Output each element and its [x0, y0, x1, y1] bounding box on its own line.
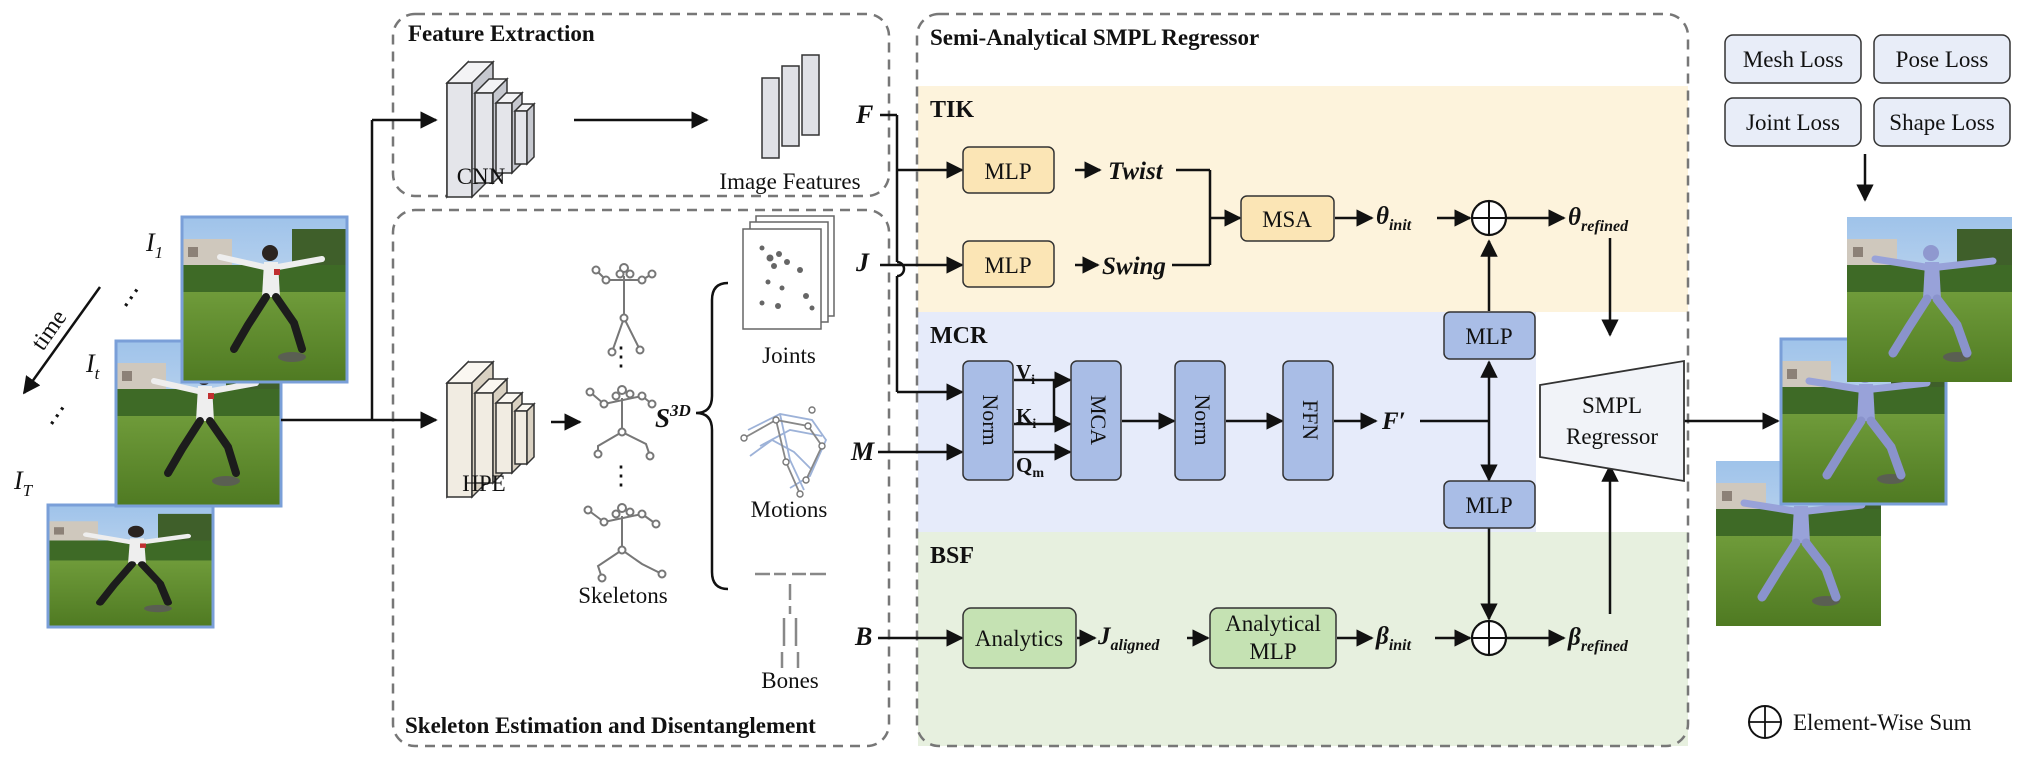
skeletons-label: Skeletons: [578, 583, 667, 608]
input-routing: [281, 111, 438, 429]
msa-box: [1240, 195, 1335, 242]
image-features-label: Image Features: [719, 169, 860, 194]
analytical-mlp-line2: MLP: [1249, 639, 1296, 664]
image-features-icon: [761, 54, 820, 159]
norm2-box: [1174, 360, 1226, 481]
smpl-line1: SMPL: [1582, 393, 1642, 418]
analytics-box: [962, 607, 1077, 669]
pose-loss-box: [1873, 34, 2011, 84]
regressor-connectors: [878, 113, 1874, 647]
theta-sum-icon: [1470, 199, 1508, 237]
feature-extraction-title: Feature Extraction: [408, 21, 595, 46]
time-label: time: [26, 305, 72, 355]
hpe-block: [445, 360, 536, 499]
mcr-mlp-lower-label: MLP: [1465, 493, 1512, 518]
frame-dots-bottom: ⋯: [38, 397, 77, 435]
mca-box: [1070, 360, 1122, 481]
analytical-mlp-line1: Analytical: [1225, 611, 1321, 636]
norm1-box: [962, 360, 1014, 481]
mcr-mlp-upper-box: [1443, 311, 1536, 360]
swing-label: Swing: [1102, 253, 1166, 280]
joints-label: Joints: [762, 343, 816, 368]
v-label: Vi: [1016, 360, 1035, 388]
loss-boxes: Mesh Loss Pose Loss Joint Loss Shape Los…: [1724, 34, 2011, 147]
motions-label: Motions: [751, 497, 828, 522]
hpe-label: HPE: [462, 471, 505, 496]
bones-icon: [755, 572, 826, 668]
theta-init-label: θinit: [1376, 203, 1412, 234]
joint-loss-label: Joint Loss: [1746, 110, 1840, 135]
analytics-label: Analytics: [975, 626, 1063, 651]
msa-label: MSA: [1262, 207, 1312, 232]
twist-label: Twist: [1108, 158, 1164, 185]
k-label: Ki: [1016, 404, 1036, 432]
norm2-label: Norm: [1190, 394, 1215, 445]
shape-loss-label: Shape Loss: [1889, 110, 1994, 135]
beta-refined-label: βrefined: [1567, 624, 1629, 655]
norm1-label: Norm: [978, 394, 1003, 445]
smpl-line2: Regressor: [1566, 424, 1658, 449]
frame-label-t: It: [85, 349, 101, 383]
mcr-mlp-lower-box: [1443, 480, 1536, 529]
ffn-label: FFN: [1298, 400, 1323, 440]
bones-label: Bones: [761, 668, 819, 693]
input-frames: [46, 215, 349, 629]
frame-label-1: I1: [145, 228, 163, 262]
smpl-regressor-box: [1539, 359, 1685, 483]
skeleton-vdots-1: ⋮: [608, 342, 634, 371]
frame-dots-top: ⋯: [112, 279, 151, 317]
analytical-mlp-box: [1209, 607, 1337, 669]
mcr-mlp-upper-label: MLP: [1465, 324, 1512, 349]
var-M: M: [850, 437, 875, 466]
element-wise-sum-label: Element-Wise Sum: [1793, 710, 1972, 735]
disentangle-brace: [695, 281, 729, 591]
j-aligned-label: Jaligned: [1097, 623, 1160, 654]
var-B: B: [854, 622, 872, 651]
regressor-title: Semi-Analytical SMPL Regressor: [930, 25, 1259, 50]
mca-label: MCA: [1086, 395, 1111, 445]
theta-refined-label: θrefined: [1568, 204, 1629, 235]
pose-loss-label: Pose Loss: [1896, 47, 1989, 72]
motions-icon: [740, 406, 828, 498]
tik-mlp-bottom-box: [962, 240, 1055, 288]
beta-init-label: βinit: [1375, 623, 1412, 654]
regressor-group: [915, 12, 1690, 748]
mesh-loss-box: [1724, 34, 1862, 84]
s3d-label: S3D: [655, 401, 691, 433]
feature-extraction-group: [391, 12, 891, 198]
beta-sum-icon: [1470, 619, 1508, 657]
skeleton-figures: [583, 263, 667, 583]
var-J: J: [855, 248, 870, 277]
shape-loss-box: [1873, 97, 2011, 147]
bsf-title: BSF: [930, 543, 974, 569]
output-frames: [1716, 217, 2012, 626]
skeleton-estimation-title: Skeleton Estimation and Disentanglement: [405, 713, 816, 738]
joints-icon: [742, 215, 835, 330]
tik-mlp-bottom-label: MLP: [984, 253, 1031, 278]
f-prime-label: F′: [1381, 408, 1406, 435]
cnn-block: [445, 60, 536, 199]
skeleton-vdots-2: ⋮: [608, 461, 634, 490]
frame-label-T: IT: [13, 466, 34, 500]
cnn-label: CNN: [457, 164, 506, 189]
tik-mlp-top-box: [962, 146, 1055, 194]
mesh-loss-label: Mesh Loss: [1743, 47, 1843, 72]
time-arrow: [22, 286, 102, 395]
tik-mlp-top-label: MLP: [984, 159, 1031, 184]
q-label: Qm: [1016, 453, 1044, 481]
var-F: F: [855, 100, 873, 129]
tik-title: TIK: [930, 97, 974, 123]
mcr-title: MCR: [930, 323, 988, 349]
joint-loss-box: [1724, 97, 1862, 147]
element-wise-sum-legend-icon: [1748, 705, 1782, 739]
ffn-box: [1282, 360, 1334, 481]
skeleton-estimation-group: [391, 208, 891, 748]
